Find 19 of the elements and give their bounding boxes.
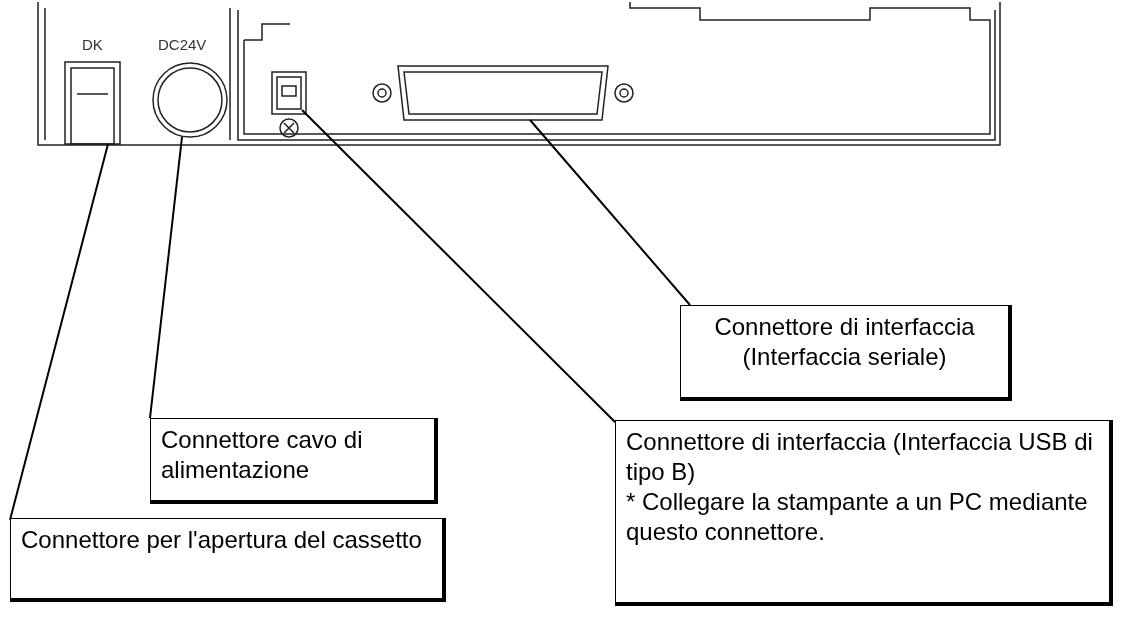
callout-text: Connettore di interfaccia (Interfaccia USB di tipo B): [626, 427, 1094, 487]
callout-box: [10, 518, 446, 602]
callout-text: Connettore di interfaccia (Interfaccia seriale): [713, 312, 976, 372]
leader-line: [529, 119, 691, 306]
leader-line: [301, 109, 616, 423]
power-jack: [152, 62, 228, 138]
callout-box: [680, 305, 1012, 401]
note-text: * Collegare la stampante a un PC mediante questo connettore.: [626, 487, 1089, 547]
callout-text: Connettore per l'apertura del cassetto: [21, 525, 423, 555]
leader-line: [9, 143, 109, 521]
callout-box: [150, 418, 438, 504]
usb-port: [271, 71, 307, 138]
modular-jack: [64, 61, 121, 145]
callout-text: Connettore cavo di alimentazione: [161, 425, 364, 485]
leader-line: [149, 136, 183, 419]
serial-connector: [372, 65, 634, 121]
callout-box: [615, 420, 1113, 606]
port-label: DK: [82, 36, 103, 53]
port-label: DC24V: [158, 36, 207, 53]
